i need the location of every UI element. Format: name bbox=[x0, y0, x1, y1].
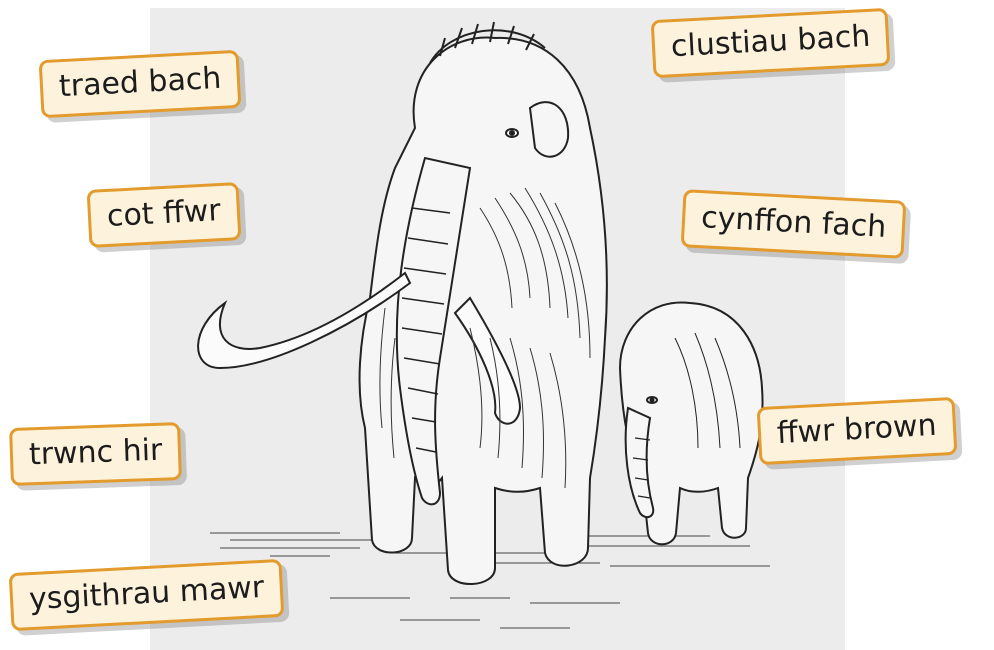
label-trwnc-hir-text: trwnc hir bbox=[28, 433, 162, 473]
label-ffwr-brown: ffwr brown bbox=[757, 397, 957, 465]
label-cot-ffwr: cot ffwr bbox=[87, 182, 242, 248]
label-traed-bach: traed bach bbox=[39, 50, 242, 118]
mammoth-illustration bbox=[150, 8, 845, 650]
label-ysgithrau-mawr-text: ysgithrau mawr bbox=[28, 570, 265, 617]
label-ffwr-brown-text: ffwr brown bbox=[776, 408, 937, 451]
label-clustiau-bach: clustiau bach bbox=[651, 8, 891, 78]
adult-mammoth bbox=[360, 22, 607, 584]
label-cynffon-fach: cynffon fach bbox=[681, 189, 907, 259]
label-cynffon-fach-text: cynffon fach bbox=[700, 200, 887, 245]
label-trwnc-hir: trwnc hir bbox=[9, 422, 182, 486]
calf-mammoth bbox=[620, 302, 763, 544]
label-clustiau-bach-text: clustiau bach bbox=[670, 19, 871, 64]
label-traed-bach-text: traed bach bbox=[58, 61, 222, 104]
label-cot-ffwr-text: cot ffwr bbox=[106, 193, 221, 234]
